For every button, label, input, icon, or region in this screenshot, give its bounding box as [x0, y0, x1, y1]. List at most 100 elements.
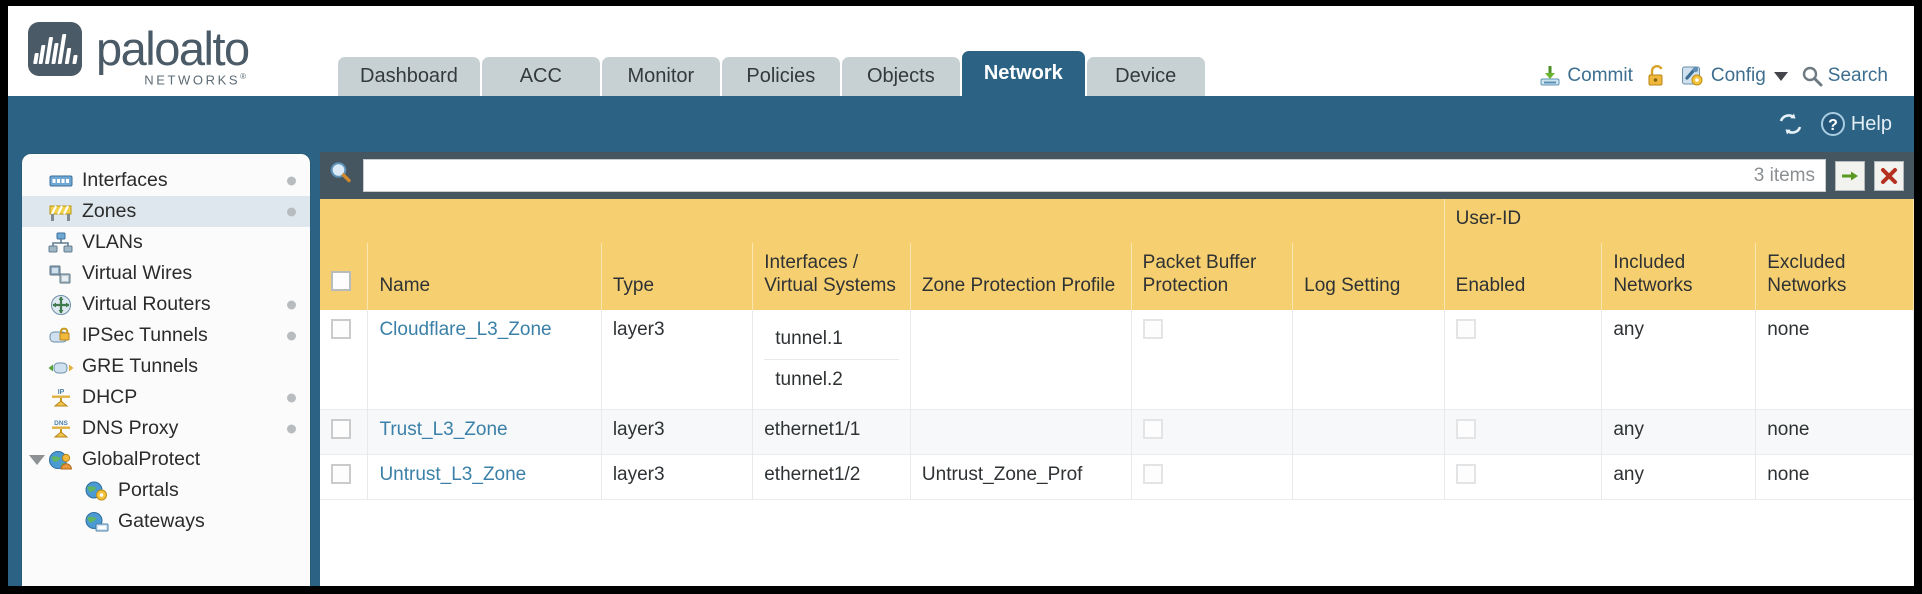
cell-name[interactable]: Cloudflare_L3_Zone [367, 310, 602, 410]
sidebar-item-globalprotect[interactable]: GlobalProtect [22, 444, 310, 475]
chevron-down-icon[interactable] [1773, 71, 1788, 81]
tab-monitor[interactable]: Monitor [601, 57, 720, 96]
packet-buffer-protection-checkbox[interactable] [1142, 319, 1163, 339]
sidebar-item-vlans[interactable]: VLANs [22, 227, 310, 258]
table-row[interactable]: Cloudflare_L3_Zone layer3 tunnel.1 tunne… [320, 310, 1914, 410]
tab-network[interactable]: Network [961, 51, 1085, 96]
zone-link[interactable]: Cloudflare_L3_Zone [379, 319, 552, 340]
cell-name[interactable]: Trust_L3_Zone [367, 409, 602, 455]
clear-filter-x-icon [1881, 167, 1897, 184]
search-magnifier-icon[interactable] [328, 160, 354, 191]
filter-bar: 3 items [320, 152, 1914, 199]
cell-zone-protection-profile [910, 409, 1132, 455]
sidebar-item-gre-tunnels[interactable]: GRE Tunnels [22, 351, 310, 382]
cell-type: layer3 [601, 454, 754, 500]
row-checkbox[interactable] [331, 464, 351, 484]
sidebar-item-virtual-routers[interactable]: Virtual Routers [22, 289, 310, 320]
select-all-header[interactable] [320, 243, 369, 310]
tab-objects[interactable]: Objects [841, 57, 960, 96]
packet-buffer-protection-checkbox[interactable] [1142, 464, 1163, 484]
cell-zone-protection-profile [910, 310, 1132, 410]
tab-device[interactable]: Device [1086, 57, 1205, 96]
cell-zone-protection-profile: Untrust_Zone_Prof [910, 454, 1132, 500]
cell-userid-enabled[interactable] [1444, 409, 1603, 455]
zones-icon [48, 201, 74, 223]
cell-excluded-networks: none [1755, 310, 1914, 410]
lock-icon[interactable] [1646, 64, 1668, 88]
table-row[interactable]: Untrust_L3_Zone layer3 ethernet1/2 Untru… [320, 454, 1914, 500]
gre-tunnels-icon [48, 356, 74, 378]
column-header-name[interactable]: Name [367, 243, 602, 310]
status-dot [287, 424, 296, 433]
table-row[interactable]: Trust_L3_Zone layer3 ethernet1/1 [320, 409, 1914, 455]
cell-packet-buffer-protection[interactable] [1131, 454, 1294, 500]
sidebar-item-label: Interfaces [82, 169, 168, 191]
zone-link[interactable]: Untrust_L3_Zone [379, 464, 527, 485]
apply-filter-arrow-icon [1842, 171, 1858, 180]
sidebar-item-label: GRE Tunnels [82, 355, 198, 377]
userid-enabled-checkbox[interactable] [1455, 319, 1476, 339]
portals-icon [84, 480, 110, 502]
sidebar-item-zones[interactable]: Zones [22, 196, 310, 227]
column-header-included-networks[interactable]: Included Networks [1601, 243, 1757, 310]
commit-button[interactable]: Commit [1538, 64, 1633, 88]
refresh-icon[interactable] [1777, 112, 1804, 136]
chevron-down-icon[interactable] [29, 454, 45, 465]
body-area: Interfaces Zones [8, 152, 1914, 586]
cell-log-setting [1292, 409, 1445, 455]
row-select-cell[interactable] [320, 310, 369, 410]
cell-packet-buffer-protection[interactable] [1131, 310, 1294, 410]
svg-text:?: ? [1828, 117, 1838, 134]
tab-dashboard[interactable]: Dashboard [338, 57, 480, 96]
column-header-enabled[interactable]: Enabled [1444, 243, 1603, 310]
search-input[interactable]: 3 items [363, 159, 1826, 192]
packet-buffer-protection-checkbox[interactable] [1142, 419, 1163, 439]
cell-name[interactable]: Untrust_L3_Zone [367, 454, 602, 500]
userid-enabled-checkbox[interactable] [1455, 464, 1476, 484]
sidebar-item-virtual-wires[interactable]: Virtual Wires [22, 258, 310, 289]
interfaces-icon [48, 170, 74, 192]
zones-content-panel: 3 items [320, 152, 1914, 586]
clear-filter-button[interactable] [1874, 160, 1904, 191]
sidebar-item-label: DNS Proxy [82, 417, 179, 439]
userid-enabled-checkbox[interactable] [1455, 419, 1476, 439]
config-label: Config [1710, 65, 1766, 86]
tab-policies[interactable]: Policies [721, 57, 840, 96]
column-header-zone-protection-profile[interactable]: Zone Protection Profile [910, 243, 1132, 310]
paloalto-logo: paloalto NETWORKS® [28, 22, 250, 87]
sidebar-item-gateways[interactable]: Gateways [22, 506, 310, 537]
sidebar-item-label: Zones [82, 200, 137, 222]
sidebar-item-ipsec-tunnels[interactable]: IPSec Tunnels [22, 320, 310, 351]
tab-acc[interactable]: ACC [481, 57, 600, 96]
zone-link[interactable]: Trust_L3_Zone [379, 419, 508, 440]
status-dot [287, 300, 296, 309]
cell-userid-enabled[interactable] [1444, 310, 1603, 410]
row-checkbox[interactable] [331, 319, 351, 339]
select-all-checkbox[interactable] [331, 271, 351, 291]
table-group-header-row: User-ID [320, 199, 1914, 243]
config-menu[interactable]: Config [1681, 64, 1788, 88]
sidebar-item-label: GlobalProtect [82, 448, 201, 470]
sidebar-item-dhcp[interactable]: IP DHCP [22, 382, 310, 413]
column-header-excluded-networks[interactable]: Excluded Networks [1755, 243, 1914, 310]
row-select-cell[interactable] [320, 409, 369, 455]
sidebar-item-dns-proxy[interactable]: DNS DNS Proxy [22, 413, 310, 444]
cell-packet-buffer-protection[interactable] [1131, 409, 1294, 455]
help-button[interactable]: ? Help [1820, 111, 1892, 137]
column-header-interfaces[interactable]: Interfaces / Virtual Systems [752, 243, 911, 310]
row-checkbox[interactable] [331, 419, 351, 439]
column-header-packet-buffer-protection[interactable]: Packet Buffer Protection [1131, 243, 1294, 310]
group-header-userid: User-ID [1444, 199, 1914, 243]
cell-log-setting [1292, 310, 1445, 410]
sidebar-item-interfaces[interactable]: Interfaces [22, 165, 310, 196]
apply-filter-button[interactable] [1835, 160, 1865, 191]
column-header-log-setting[interactable]: Log Setting [1292, 243, 1445, 310]
virtual-wires-icon [48, 263, 74, 285]
sidebar-item-portals[interactable]: Portals [22, 475, 310, 506]
column-header-type[interactable]: Type [601, 243, 754, 310]
search-button[interactable]: Search [1801, 65, 1888, 87]
main-tab-bar[interactable]: Dashboard ACC Monitor Policies Objects N… [338, 51, 1205, 96]
cell-userid-enabled[interactable] [1444, 454, 1603, 500]
row-select-cell[interactable] [320, 454, 369, 500]
sidebar-item-label: DHCP [82, 386, 138, 408]
